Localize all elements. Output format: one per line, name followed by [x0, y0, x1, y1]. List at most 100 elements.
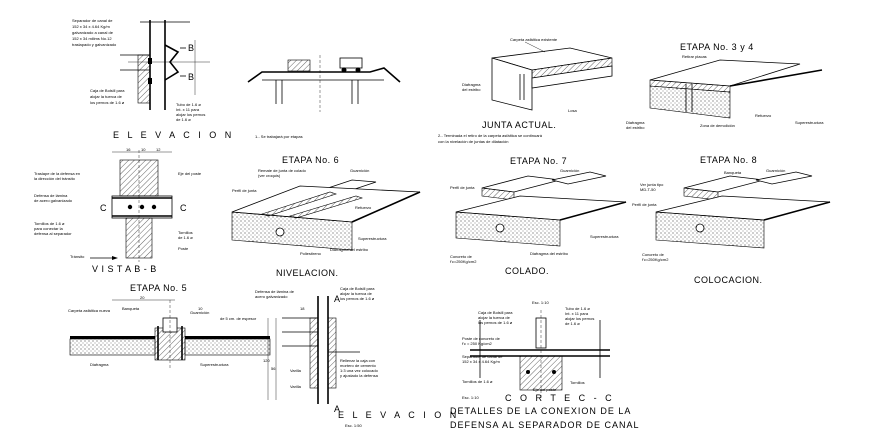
note: Perfil de junta: [450, 185, 475, 190]
note: Rellenar la caja con: [340, 358, 375, 363]
note: Guarnición: [190, 310, 209, 315]
view-caption: COLOCACION.: [694, 275, 763, 285]
vista-bb-detail: 16 10 12 C C Traslape de la defensa en l…: [34, 147, 202, 274]
note: y ajustado la defensa: [340, 373, 379, 378]
note: 152 x 34 x 4.64 Kg/m: [72, 24, 110, 29]
note: Defensa de lámina de: [255, 289, 295, 294]
note: Defensa de lámina: [34, 193, 68, 198]
note: traslapado y galvanizado: [72, 42, 117, 47]
note: Superestructura: [358, 236, 387, 241]
note: Losa: [568, 108, 577, 113]
dimension: 120: [263, 358, 270, 363]
note: Carpeta asfáltica existente: [510, 37, 558, 42]
view-title: ETAPA No. 7: [510, 156, 567, 166]
sheet-title-block: DETALLES DE LA CONEXION DE LA DEFENSA AL…: [450, 406, 640, 430]
note: 152 x 34 x 4.64 Kg/m: [462, 359, 500, 364]
note: Tubo de 1.6 ø: [565, 306, 590, 311]
footnote: con la nivelación de juntas de dilatació…: [438, 139, 509, 144]
note: Superestructura: [590, 234, 619, 239]
note: los pernos de 1.6 ø: [90, 100, 125, 105]
note: del estribo: [462, 87, 481, 92]
note: Tornillos de 1.6 ø: [34, 221, 65, 226]
note: del estribo: [626, 125, 645, 130]
note: los pernos de 1.6 ø: [478, 320, 513, 325]
etapa-5-detail: ETAPA No. 5 20 10 Carpeta asfáltica nuev…: [68, 283, 271, 370]
view-title: V I S T A B - B: [92, 264, 157, 274]
note: mortero de cemento: [340, 363, 377, 368]
view-title: JUNTA ACTUAL.: [482, 120, 556, 130]
note: Diafragma: [462, 82, 481, 87]
note: alojar la tuerca de: [340, 291, 373, 296]
note: los pernos de 1.6 ø: [340, 296, 375, 301]
note: de acero galvanizado: [34, 198, 73, 203]
view-caption: COLADO.: [505, 266, 549, 276]
note: Remate de junta de colado: [258, 168, 307, 173]
note: Diafragma del estribo: [530, 251, 569, 256]
section-label-a-top: A: [334, 294, 341, 304]
view-title: ETAPA No. 8: [700, 155, 757, 165]
footnote: 2.- Terminada el retiro de la carpeta as…: [438, 133, 543, 138]
note: Caja de Bolsill para: [340, 286, 375, 291]
note: Tornillos de 1.6 ø: [462, 379, 493, 384]
scale-label: Esc. 1:50: [345, 423, 362, 428]
view-title: E L E V A C I O N: [113, 130, 234, 140]
section-label-a-bottom: A: [334, 404, 341, 414]
note: f'c=250Kg/cm2: [642, 257, 669, 262]
note: de 1.6 ø: [565, 321, 580, 326]
note: de 5 cm. de espesor: [220, 316, 257, 321]
note: Int. x 11 para: [176, 107, 200, 112]
note: Eje del poste: [533, 387, 557, 392]
elevation-mid-detail: 120 56 18 A A Defensa de lámina de acero…: [255, 286, 459, 428]
view-title: C O R T E C - C: [505, 393, 615, 403]
note: Guarnición: [350, 168, 369, 173]
view-caption: NIVELACION.: [276, 268, 339, 278]
view-title: E L E V A C I O N: [338, 410, 459, 420]
note: Separador de canal de: [72, 18, 113, 23]
section-label-b-top: B: [188, 43, 195, 53]
etapa-7-detail: ETAPA No. 7 Perfil de junta Guarnición C…: [450, 156, 627, 276]
note: Guarnición: [560, 168, 579, 173]
note: Refuerzo: [355, 205, 372, 210]
note: Tornillos: [570, 380, 585, 385]
etapa-3-4-detail: ETAPA No. 3 y 4 Retirar placas Diafragma…: [626, 42, 824, 130]
note: Eje del poste: [178, 171, 202, 176]
note: 152 x 34 milims No.12: [72, 36, 112, 41]
note: acero galvanizado: [255, 294, 288, 299]
note: alojar los pernos: [565, 316, 594, 321]
dimension: 20: [140, 295, 145, 300]
note: Concreto de: [642, 252, 665, 257]
note: MD-T-50: [640, 187, 656, 192]
note: Tornillos: [178, 230, 193, 235]
scale-label: Esc. 1:10: [462, 395, 479, 400]
note: Poste: [178, 246, 189, 251]
scale-label: Esc. 1:10: [532, 300, 549, 305]
note: f'c = 250 Kg/cm2: [462, 341, 493, 346]
note: Varilla: [290, 384, 302, 389]
etapa-6-detail: ETAPA No. 6 Remate de junta de colado (v…: [231, 155, 421, 278]
dimension: 16: [126, 147, 131, 152]
note: Traslape de la defensa en: [34, 171, 80, 176]
note: Perfil de junta: [232, 188, 257, 193]
note: de 1.6 ø: [176, 117, 191, 122]
view-title: ETAPA No. 6: [282, 155, 339, 165]
note: la dirección del tránsito: [34, 176, 76, 181]
note: f'c=250Kg/cm2: [450, 259, 477, 264]
note: Diafragma: [626, 120, 645, 125]
junta-actual-detail: Carpeta asfáltica existente Diafragma de…: [438, 37, 613, 144]
note: Int. x 11 para: [565, 311, 589, 316]
note: Ver junta tipo: [640, 182, 664, 187]
sheet-title-line-2: DEFENSA AL SEPARADOR DE CANAL: [450, 420, 640, 430]
note: Tránsito: [70, 254, 85, 259]
etapa-8-detail: ETAPA No. 8 Ver junta tipo MD-T-50 Perfi…: [632, 155, 831, 285]
note: 1.- Se trabajará por etapas: [255, 134, 303, 139]
note: 1:3 una vez colocado: [340, 368, 379, 373]
note: alojar los pernos: [176, 112, 205, 117]
section-label-b-bottom: B: [188, 72, 195, 82]
note: Perfil de junta: [632, 202, 657, 207]
note: Banqueta: [122, 306, 140, 311]
note: galvanizado a canal de: [72, 30, 114, 35]
note: Carpeta asfáltica nueva: [68, 308, 111, 313]
note: Poste de concreto de: [462, 336, 501, 341]
